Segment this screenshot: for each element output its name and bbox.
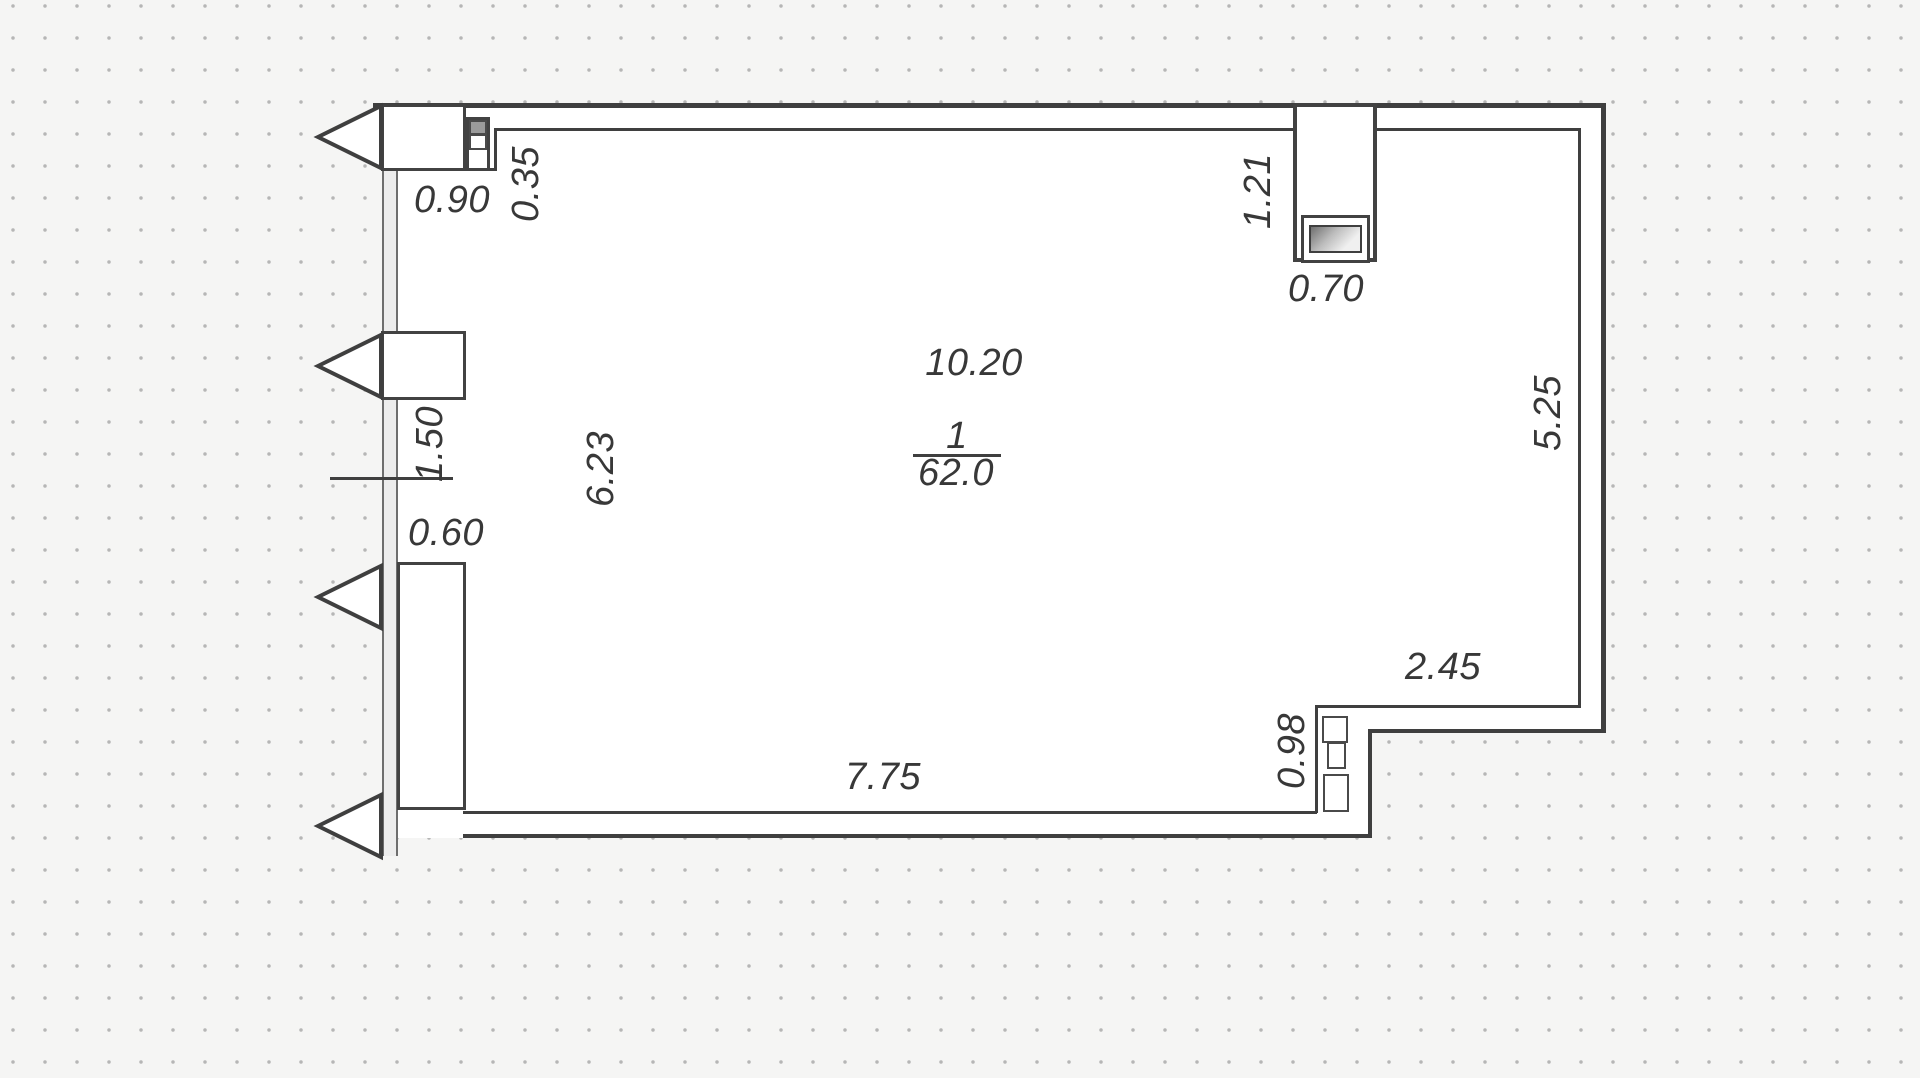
dim-shaft-width: 0.70 xyxy=(1288,268,1364,310)
duct-cell-2 xyxy=(1327,742,1346,769)
wall-step-inner xyxy=(1315,705,1580,708)
vent-connector-v xyxy=(494,128,497,171)
dim-left-interior-height: 6.23 xyxy=(580,431,622,507)
wall-right-inner xyxy=(1578,128,1581,708)
wall-notch-inner xyxy=(1315,705,1318,813)
window-tick-line xyxy=(330,477,453,480)
dim-notch-width: 2.45 xyxy=(1405,646,1481,688)
wall-top-outer xyxy=(373,103,1605,108)
wall-bottom-inner xyxy=(463,811,1317,814)
dim-notch-depth: 0.98 xyxy=(1271,713,1313,789)
wall-notch-outer xyxy=(1368,729,1372,838)
dim-shaft-height: 1.21 xyxy=(1237,153,1279,229)
window-triangle-1 xyxy=(313,102,383,172)
wall-top-inner-left xyxy=(494,128,1295,131)
shaft-grille xyxy=(1309,225,1362,253)
wall-right-outer xyxy=(1601,103,1606,733)
pier-box-middle xyxy=(381,331,466,400)
room-number-label: 1 xyxy=(946,415,968,457)
duct-cell-3 xyxy=(1323,774,1349,812)
wall-top-inner-right xyxy=(1375,128,1580,131)
dim-room-width: 10.20 xyxy=(925,342,1023,384)
vent-cell-bottom xyxy=(469,134,487,150)
window-triangle-2 xyxy=(313,331,383,401)
dim-top-vent-width: 0.35 xyxy=(505,146,547,222)
pier-box-bottom xyxy=(397,562,466,810)
duct-cell-1 xyxy=(1322,716,1348,743)
window-triangle-4 xyxy=(313,791,383,861)
left-wall xyxy=(382,104,398,856)
room-area-label: 62.0 xyxy=(918,452,994,494)
room-fraction-line xyxy=(913,454,1001,457)
dim-top-opening-width: 0.90 xyxy=(414,179,490,221)
dim-right-wall-height: 5.25 xyxy=(1527,375,1569,451)
pier-box-top xyxy=(381,104,466,171)
window-triangle-3 xyxy=(313,562,383,632)
dim-window-height: 1.50 xyxy=(409,406,451,482)
wall-bottom-outer xyxy=(463,834,1372,838)
dim-bottom-width: 7.75 xyxy=(845,756,921,798)
vent-cell-top xyxy=(469,120,487,135)
dim-pier-width: 0.60 xyxy=(408,512,484,554)
wall-step-outer xyxy=(1370,729,1605,733)
